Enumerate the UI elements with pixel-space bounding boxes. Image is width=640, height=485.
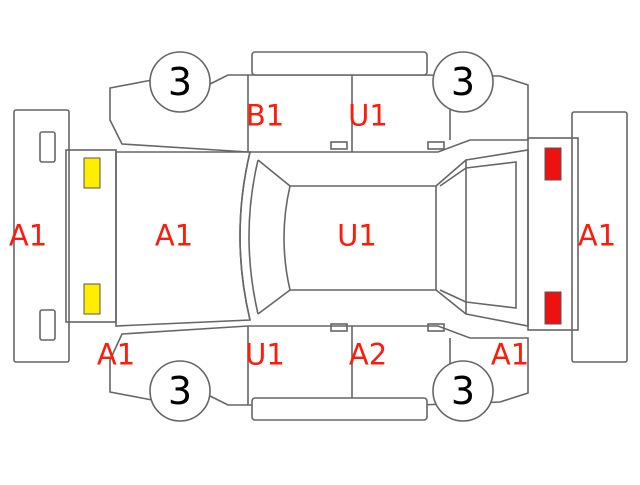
wheel-rear-left-grade: 3 xyxy=(450,60,476,104)
front-bumper-panel xyxy=(13,109,70,363)
left-side-body xyxy=(109,51,529,153)
wheel-rear-right-grade: 3 xyxy=(450,369,476,413)
right-rear-door-damage-label: A2 xyxy=(348,337,388,372)
trunk-panel xyxy=(439,149,529,327)
left-rear-door-damage-label: U1 xyxy=(348,98,388,133)
front-light-upper xyxy=(83,157,101,189)
roof-panel xyxy=(283,185,437,291)
front-grille-panel xyxy=(65,149,117,323)
wheel-front-right-grade: 3 xyxy=(167,369,193,413)
wheel-front-left xyxy=(149,51,211,113)
rear-bumper-panel xyxy=(571,111,628,363)
cabin xyxy=(239,151,467,321)
front-bumper-damage-label: A1 xyxy=(8,218,48,253)
rear-light-lower xyxy=(544,291,562,325)
rear-right-corner-damage-label: A1 xyxy=(490,337,530,372)
right-side-body xyxy=(109,323,529,421)
wheel-rear-left xyxy=(432,51,494,113)
front-light-lower xyxy=(83,283,101,315)
wheel-front-left-grade: 3 xyxy=(167,60,193,104)
front-right-corner-damage-label: A1 xyxy=(96,337,136,372)
wheel-rear-right xyxy=(432,360,494,422)
left-side-moulding xyxy=(251,51,428,76)
hood-damage-label: A1 xyxy=(154,218,194,253)
roof-damage-label: U1 xyxy=(337,218,377,253)
wheel-front-right xyxy=(149,360,211,422)
right-side-moulding xyxy=(251,397,428,421)
left-front-door-damage-label: B1 xyxy=(245,98,285,133)
rear-light-upper xyxy=(544,147,562,181)
rear-lights-panel xyxy=(527,137,579,331)
right-front-door-damage-label: U1 xyxy=(245,337,285,372)
rear-bumper-damage-label: A1 xyxy=(577,218,617,253)
